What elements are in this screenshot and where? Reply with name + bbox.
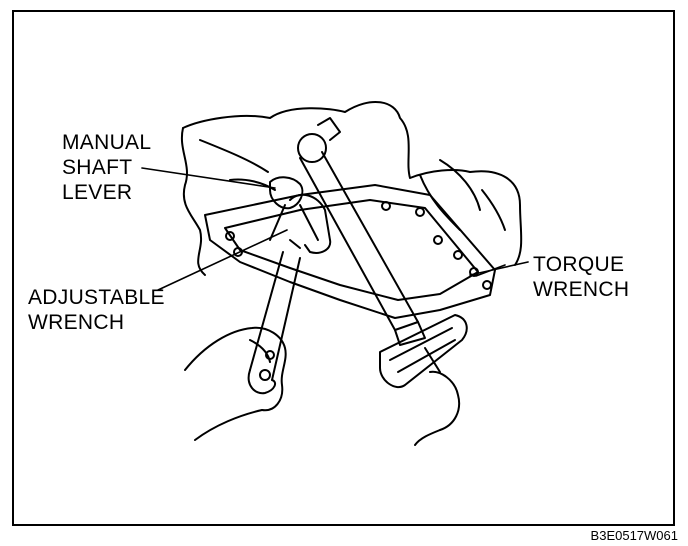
label-line: LEVER xyxy=(62,181,133,204)
left-hand xyxy=(184,326,287,441)
leader-manual-shaft-lever xyxy=(141,167,276,189)
right-hand xyxy=(414,370,460,446)
label-line: SHAFT xyxy=(62,156,133,179)
oil-pan xyxy=(204,184,496,319)
leader-torque-wrench-2 xyxy=(475,264,506,277)
manual-shaft-lever xyxy=(269,176,304,241)
leader-lines xyxy=(141,167,529,291)
label-line: WRENCH xyxy=(533,278,630,301)
label-line: WRENCH xyxy=(28,311,125,334)
label-line: MANUAL xyxy=(62,131,152,154)
leader-torque-wrench xyxy=(469,261,529,276)
label-adjustable-wrench: ADJUSTABLE WRENCH xyxy=(28,285,165,335)
adjustable-wrench xyxy=(247,193,332,395)
leader-adjustable-wrench xyxy=(157,229,288,291)
label-torque-wrench: TORQUE WRENCH xyxy=(533,252,629,302)
diagram-frame xyxy=(12,10,675,526)
torque-wrench xyxy=(297,117,468,388)
label-manual-shaft-lever: MANUAL SHAFT LEVER xyxy=(62,130,151,205)
figure-code: B3E0517W061 xyxy=(590,528,678,543)
label-line: ADJUSTABLE xyxy=(28,286,165,309)
label-line: TORQUE xyxy=(533,253,625,276)
